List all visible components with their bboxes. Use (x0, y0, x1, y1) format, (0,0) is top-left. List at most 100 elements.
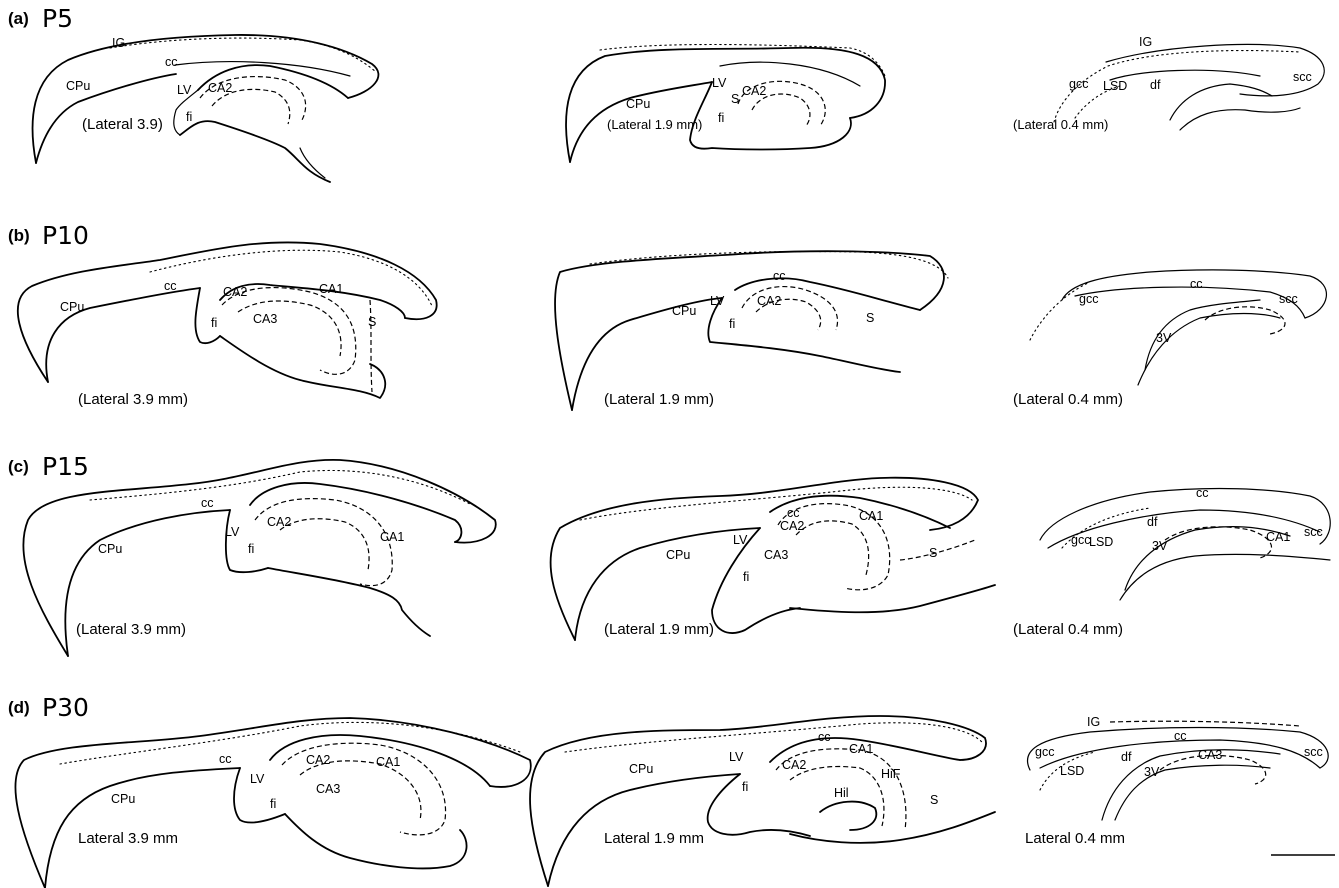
section-outline-lateral-1-9: cc CPu LV CA2 fi S (Lateral 1.9 mm) (555, 251, 948, 410)
region-label: S (866, 311, 874, 325)
region-label: 3V (1152, 539, 1168, 553)
region-label: IG (112, 36, 125, 50)
region-label: LV (733, 533, 748, 547)
region-label: cc (164, 279, 177, 293)
region-label: LV (712, 76, 727, 90)
section-outline-lateral-3-9: cc CPu CA2 CA1 fi CA3 S (Lateral 3.9 mm) (18, 242, 437, 408)
lateral-caption: (Lateral 1.9 mm) (604, 621, 714, 638)
region-label: CA3 (764, 548, 788, 562)
region-label: cc (1196, 486, 1209, 500)
region-label: LSD (1089, 535, 1113, 549)
region-label: S (930, 793, 938, 807)
region-label: CA3 (253, 312, 277, 326)
section-outline-lateral-3-9: cc CPu LV CA2 fi CA1 (Lateral 3.9 mm) (23, 460, 495, 656)
region-label: LSD (1103, 79, 1127, 93)
region-label: CPu (66, 79, 90, 93)
region-label: S (731, 92, 739, 106)
region-label: CA3 (316, 782, 340, 796)
region-label: CA1 (1266, 530, 1290, 544)
region-label: cc (1190, 277, 1203, 291)
lateral-caption: (Lateral 1.9 mm) (604, 391, 714, 408)
panel-d: (d) P30 cc CA2 CA1 LV CPu CA3 fi Lateral… (8, 693, 1328, 888)
lateral-caption: (Lateral 3.9 mm) (78, 391, 188, 408)
region-label: CA2 (306, 753, 330, 767)
region-label: fi (742, 780, 748, 794)
region-label: cc (165, 55, 178, 69)
lateral-caption: (Lateral 1.9 mm) (607, 117, 702, 132)
region-label: LV (225, 525, 240, 539)
section-outline-lateral-0-4: IG gcc LSD df scc (Lateral 0.4 mm) (1013, 35, 1324, 132)
region-label: df (1150, 78, 1161, 92)
panel-letter: (c) (8, 457, 29, 476)
region-label: CA1 (380, 530, 404, 544)
region-label: df (1147, 515, 1158, 529)
panel-age-label: P15 (42, 452, 89, 481)
section-outline-lateral-0-4: IG cc gcc df CA3 scc LSD 3V Lateral 0.4 … (1025, 715, 1328, 847)
region-label: fi (743, 570, 749, 584)
panel-age-label: P30 (42, 693, 89, 722)
region-label: CA1 (859, 509, 883, 523)
region-label: S (368, 315, 376, 329)
lateral-caption: (Lateral 0.4 mm) (1013, 117, 1108, 132)
region-label: cc (201, 496, 214, 510)
region-label: scc (1279, 292, 1298, 306)
panel-age-label: P5 (42, 4, 73, 33)
region-label: CA2 (267, 515, 291, 529)
region-label: df (1121, 750, 1132, 764)
region-label: S (929, 546, 937, 560)
region-label: LV (250, 772, 265, 786)
region-label: cc (818, 730, 831, 744)
region-label: gcc (1069, 77, 1088, 91)
section-outline-lateral-3-9: IG cc CPu LV CA2 fi (Lateral 3.9) (33, 35, 379, 182)
region-label: 3V (1144, 765, 1160, 779)
region-label: CA2 (208, 81, 232, 95)
panel-letter: (d) (8, 698, 30, 717)
section-outline-lateral-0-4: cc df gcc LSD 3V CA1 scc (Lateral 0.4 mm… (1013, 486, 1330, 638)
region-label: IG (1087, 715, 1100, 729)
region-label: fi (729, 317, 735, 331)
region-label: scc (1293, 70, 1312, 84)
region-label: fi (270, 797, 276, 811)
region-label: CA2 (757, 294, 781, 308)
region-label: CPu (626, 97, 650, 111)
region-label: HiF (881, 767, 901, 781)
region-label: CA2 (782, 758, 806, 772)
region-label: fi (211, 316, 217, 330)
region-label: CPu (60, 300, 84, 314)
panel-a: (a) P5 IG cc CPu LV CA2 fi (Lateral 3.9) (8, 4, 1324, 182)
lateral-caption: (Lateral 0.4 mm) (1013, 391, 1123, 408)
region-label: cc (1174, 729, 1187, 743)
region-label: LV (177, 83, 192, 97)
region-label: CPu (98, 542, 122, 556)
lateral-caption: (Lateral 3.9) (82, 116, 163, 133)
region-label: scc (1304, 525, 1323, 539)
lateral-caption: (Lateral 0.4 mm) (1013, 621, 1123, 638)
region-label: CPu (111, 792, 135, 806)
panel-letter: (b) (8, 226, 30, 245)
region-label: scc (1304, 745, 1323, 759)
region-label: fi (248, 542, 254, 556)
lateral-caption: Lateral 0.4 mm (1025, 830, 1125, 847)
section-outline-lateral-1-9: CPu LV S CA2 fi (Lateral 1.9 mm) (566, 45, 885, 163)
region-label: CA1 (319, 282, 343, 296)
region-label: gcc (1079, 292, 1098, 306)
region-label: CA2 (223, 285, 247, 299)
region-label: cc (219, 752, 232, 766)
region-label: CA1 (376, 755, 400, 769)
region-label: gcc (1071, 533, 1090, 547)
region-label: LV (710, 294, 725, 308)
region-label: CA1 (849, 742, 873, 756)
section-outline-lateral-1-9: cc CA1 CPu LV CA2 HiF fi Hil S Lateral 1… (530, 716, 995, 886)
region-label: Hil (834, 786, 849, 800)
region-label: CPu (666, 548, 690, 562)
region-label: fi (186, 110, 192, 124)
region-label: LSD (1060, 764, 1084, 778)
lateral-caption: Lateral 3.9 mm (78, 830, 178, 847)
region-label: CA3 (1198, 748, 1222, 762)
section-outline-lateral-0-4: cc gcc scc 3V (Lateral 0.4 mm) (1013, 270, 1326, 408)
lateral-caption: Lateral 1.9 mm (604, 830, 704, 847)
lateral-caption: (Lateral 3.9 mm) (76, 621, 186, 638)
panel-c: (c) P15 cc CPu LV CA2 fi CA1 (Lateral 3.… (8, 452, 1330, 656)
panel-age-label: P10 (42, 221, 89, 250)
region-label: 3V (1156, 331, 1172, 345)
